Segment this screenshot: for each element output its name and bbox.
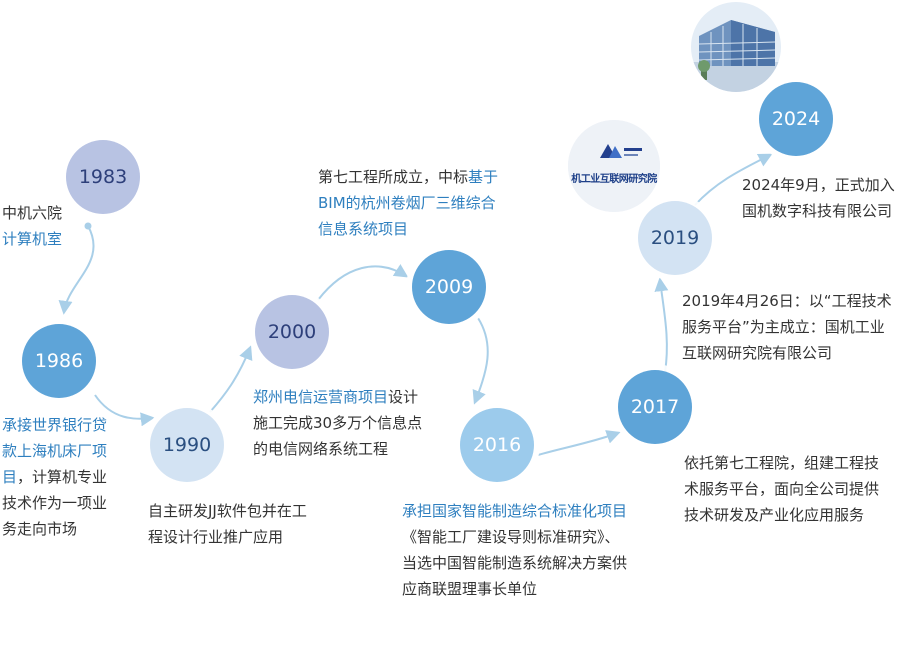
desc-line: 信息系统项目 (318, 216, 498, 242)
desc-line: 款上海机床厂项 (2, 438, 107, 464)
year-node-2009: 2009 (412, 250, 486, 324)
highlight-text: 基于 (468, 168, 499, 186)
highlight-text: 承担国家智能制造综合标准化项目 (402, 502, 628, 520)
desc-text: ，计算机专业 (17, 468, 108, 486)
desc-line: 目，计算机专业 (2, 464, 107, 490)
year-node-2024: 2024 (759, 82, 833, 156)
desc-text: 程设计行业推广应用 (148, 528, 284, 546)
desc-text: 2019年4月26日：以“工程技术 (682, 292, 892, 310)
year-node-1990: 1990 (150, 408, 224, 482)
milestone-desc-2019: 2019年4月26日：以“工程技术服务平台”为主成立：国机工业互联网研究院有限公… (682, 288, 892, 366)
highlight-text: BIM的杭州卷烟厂三维综合 (318, 194, 496, 212)
highlight-text: 郑州电信运营商项目 (253, 388, 389, 406)
highlight-text: 承接世界银行贷 (2, 416, 108, 434)
desc-text: 互联网研究院有限公司 (682, 344, 833, 362)
milestone-desc-1986: 承接世界银行贷款上海机床厂项目，计算机专业技术作为一项业务走向市场 (2, 412, 107, 542)
desc-text: 2024年9月，正式加入 (742, 176, 895, 194)
desc-line: 计算机室 (2, 226, 62, 252)
desc-text: 中机六院 (2, 204, 63, 222)
connector-1983-1986 (58, 225, 95, 315)
desc-line: 国机数字科技有限公司 (742, 198, 895, 224)
desc-line: 服务平台”为主成立：国机工业 (682, 314, 892, 340)
highlight-text: 计算机室 (2, 230, 63, 248)
year-label: 2000 (267, 321, 317, 343)
desc-line: 《智能工厂建设导则标准研究》、 (402, 524, 627, 550)
milestone-desc-2009: 第七工程所成立，中标基于 BIM的杭州卷烟厂三维综合信息系统项目 (318, 164, 498, 242)
year-label: 2009 (424, 276, 474, 298)
connector-1986-1990 (94, 394, 155, 427)
desc-text: 当选中国智能制造系统解决方案供 (402, 554, 628, 572)
desc-line: 2024年9月，正式加入 (742, 172, 895, 198)
year-node-2017: 2017 (618, 370, 692, 444)
desc-text: 国机数字科技有限公司 (742, 202, 893, 220)
desc-text: 第七工程所成立，中标 (318, 168, 469, 186)
building-photo (691, 2, 781, 92)
desc-text: 技术作为一项业 (2, 494, 108, 512)
desc-line: BIM的杭州卷烟厂三维综合 (318, 190, 498, 216)
desc-line: 术服务平台，面向全公司提供 (684, 476, 879, 502)
desc-line: 承接世界银行贷 (2, 412, 107, 438)
year-node-2019: 2019 (638, 201, 712, 275)
year-label: 1990 (162, 434, 212, 456)
year-label: 1983 (78, 166, 128, 188)
desc-text: 技术研发及产业化应用服务 (684, 506, 865, 524)
sign-text: 机工业互联网研究院 (571, 174, 657, 185)
desc-line: 务走向市场 (2, 516, 107, 542)
institute-sign-photo: 机工业互联网研究院 (568, 120, 660, 212)
desc-line: 当选中国智能制造系统解决方案供 (402, 550, 627, 576)
desc-text: 应商联盟理事长单位 (402, 580, 538, 598)
desc-text: 自主研发JJ软件包并在工 (148, 502, 307, 520)
milestone-desc-1990: 自主研发JJ软件包并在工程设计行业推广应用 (148, 498, 307, 550)
desc-line: 互联网研究院有限公司 (682, 340, 892, 366)
milestone-desc-2016: 承担国家智能制造综合标准化项目《智能工厂建设导则标准研究》、当选中国智能制造系统… (402, 498, 627, 602)
connector-2017-2019 (654, 277, 669, 373)
highlight-text: 信息系统项目 (318, 220, 409, 238)
desc-line: 的电信网络系统工程 (253, 436, 422, 462)
desc-text: 服务平台”为主成立：国机工业 (682, 318, 885, 336)
milestone-desc-2000: 郑州电信运营商项目设计施工完成30多万个信息点的电信网络系统工程 (253, 384, 422, 462)
desc-line: 技术研发及产业化应用服务 (684, 502, 879, 528)
milestone-desc-2024: 2024年9月，正式加入国机数字科技有限公司 (742, 172, 895, 224)
desc-text: 的电信网络系统工程 (253, 440, 389, 458)
connector-2000-2009 (317, 264, 409, 301)
connector-2016-2017 (537, 430, 621, 456)
desc-line: 第七工程所成立，中标基于 (318, 164, 498, 190)
desc-line: 施工完成30多万个信息点 (253, 410, 422, 436)
year-node-2016: 2016 (460, 408, 534, 482)
highlight-text: 款上海机床厂项 (2, 442, 108, 460)
desc-text: 依托第七工程院，组建工程技 (684, 454, 880, 472)
desc-line: 承担国家智能制造综合标准化项目 (402, 498, 627, 524)
desc-line: 应商联盟理事长单位 (402, 576, 627, 602)
connector-1990-2000 (209, 345, 253, 413)
year-node-1983: 1983 (66, 140, 140, 214)
desc-line: 2019年4月26日：以“工程技术 (682, 288, 892, 314)
milestone-desc-2017: 依托第七工程院，组建工程技术服务平台，面向全公司提供技术研发及产业化应用服务 (684, 450, 879, 528)
desc-line: 中机六院 (2, 200, 62, 226)
desc-text: 务走向市场 (2, 520, 78, 538)
desc-text: 术服务平台，面向全公司提供 (684, 480, 880, 498)
year-label: 2024 (771, 108, 821, 130)
year-label: 2017 (630, 396, 680, 418)
desc-line: 郑州电信运营商项目设计 (253, 384, 422, 410)
desc-text: 《智能工厂建设导则标准研究》、 (402, 528, 620, 546)
desc-line: 依托第七工程院，组建工程技 (684, 450, 879, 476)
highlight-text: 目 (2, 468, 18, 486)
year-label: 2019 (650, 227, 700, 249)
desc-line: 自主研发JJ软件包并在工 (148, 498, 307, 524)
year-label: 2016 (472, 434, 522, 456)
desc-line: 程设计行业推广应用 (148, 524, 307, 550)
milestone-desc-1983: 中机六院计算机室 (2, 200, 62, 252)
year-label: 1986 (34, 350, 84, 372)
desc-text: 设计 (388, 388, 419, 406)
year-node-2000: 2000 (255, 295, 329, 369)
connector-2019-2024 (694, 153, 773, 206)
desc-text: 施工完成30多万个信息点 (253, 414, 423, 432)
connector-2009-2016 (472, 317, 489, 405)
desc-line: 技术作为一项业 (2, 490, 107, 516)
year-node-1986: 1986 (22, 324, 96, 398)
